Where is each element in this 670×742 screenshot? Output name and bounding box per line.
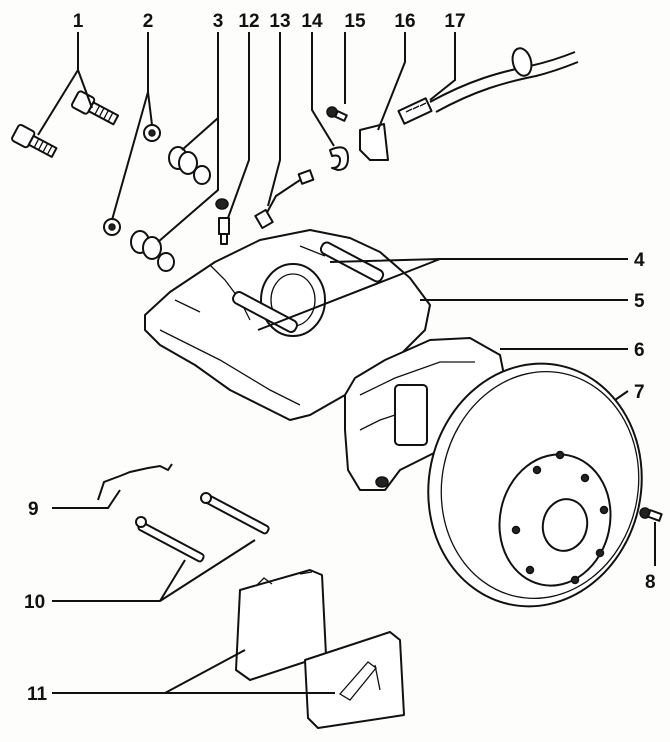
part-17-brake-hose [397,47,579,125]
callout-10: 10 [24,592,45,613]
part-13-brake-pipe [254,169,315,230]
callout-6: 6 [634,340,645,361]
leader-lines [37,32,656,694]
part-3-seals [130,146,211,272]
part-5-caliper [144,229,431,421]
part-9-spring [97,463,173,501]
callout-14: 14 [301,11,323,32]
part-12-bleeder-valve [215,198,230,245]
part-16-bracket [359,123,389,161]
part-14-clip [329,146,349,171]
callout-7: 7 [634,382,645,403]
callout-11: 11 [27,684,48,705]
callout-13: 13 [269,11,290,32]
callout-8: 8 [645,572,656,593]
callout-5: 5 [634,291,645,312]
callout-4: 4 [634,250,645,271]
callout-2: 2 [143,11,154,32]
part-2-nuts [103,124,161,236]
part-1-mounting-bolts [11,90,120,158]
part-6-carrier [344,337,506,491]
callout-15: 15 [344,11,366,32]
callout-labels: 1 2 3 12 13 14 15 16 17 4 5 6 7 8 9 10 1… [24,11,656,705]
part-10-pins [135,492,270,563]
part-15-screw [326,106,348,122]
callout-9: 9 [28,499,39,520]
callout-16: 16 [394,11,415,32]
callout-1: 1 [73,11,84,32]
part-11-brake-pads [235,569,405,729]
callout-3: 3 [213,11,224,32]
callout-17: 17 [444,11,465,32]
part-7-brake-disc [427,362,643,608]
callout-12: 12 [238,11,259,32]
part-8-disc-screw [639,507,663,522]
